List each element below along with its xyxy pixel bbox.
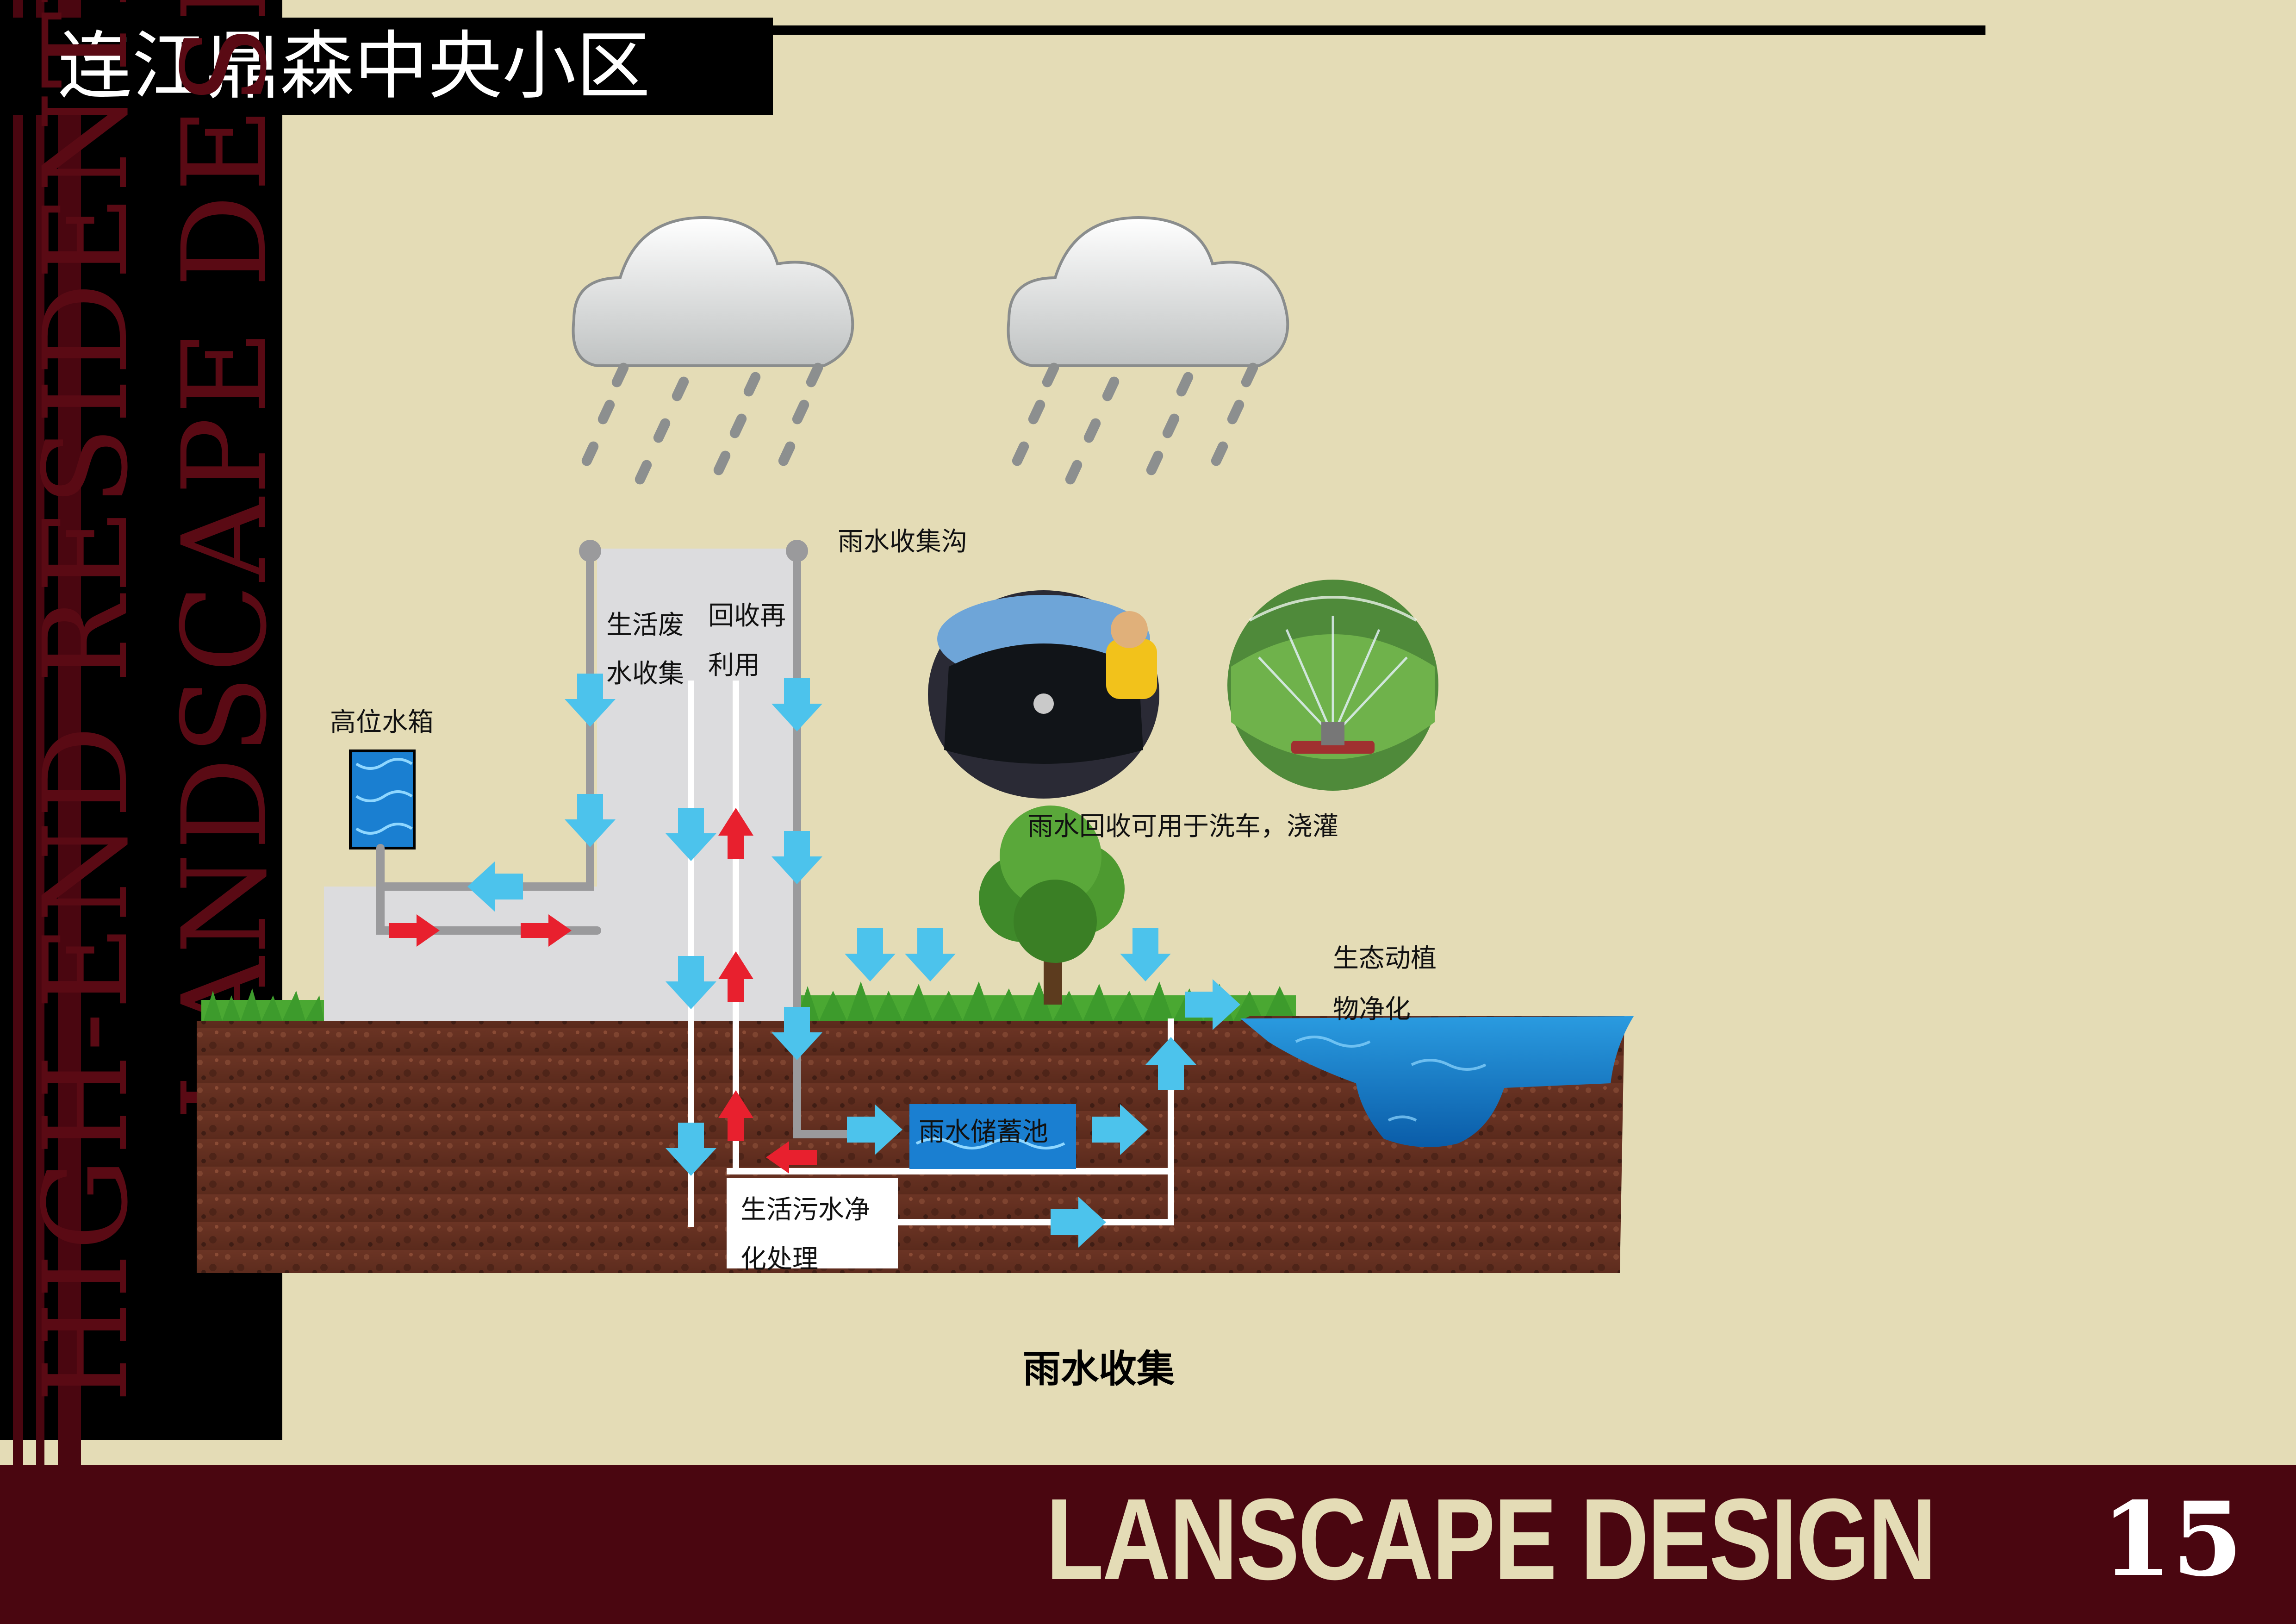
top-rule: [773, 25, 1985, 35]
cloud-icon: [1007, 216, 1289, 367]
reuse-label-1: 回收再: [708, 601, 786, 631]
eco-label-1: 生态动植: [1333, 943, 1437, 974]
sewage-label-1: 生活污水净: [740, 1195, 870, 1225]
sewage-label-2: 化处理: [740, 1244, 818, 1274]
tank-label: 高位水箱: [330, 707, 434, 737]
diagram-caption: 雨水收集: [1023, 1347, 1175, 1391]
rainwater-diagram: [197, 216, 1634, 1273]
eco-label-2: 物净化: [1333, 994, 1411, 1024]
raindrops: [580, 361, 1260, 487]
reservoir-label: 雨水储蓄池: [919, 1117, 1048, 1147]
sprinkler-photo: [1227, 580, 1438, 791]
reuse-label-2: 利用: [708, 650, 760, 681]
project-title: 连江鼎森中央小区: [0, 18, 773, 115]
pond: [1240, 1016, 1634, 1147]
footer-title: LANSCAPE DESIGN: [1045, 1474, 1937, 1604]
car-wash-photo: [928, 590, 1159, 799]
left-border-bar-3: [58, 0, 81, 1624]
rain-reservoir: [909, 1104, 1076, 1169]
domestic-waste-label-1: 生活废: [606, 610, 684, 640]
sewage-label-box: [727, 1178, 898, 1268]
building-annex: [324, 887, 602, 1021]
gutter-label: 雨水收集沟: [838, 527, 967, 557]
building: [597, 549, 796, 1021]
domestic-waste-label-2: 水收集: [606, 659, 684, 689]
cloud-icon: [572, 216, 854, 367]
footer-bar: [0, 1465, 2296, 1624]
left-border-bar-1: [13, 0, 23, 1624]
left-border-bar-2: [36, 0, 44, 1624]
reuse-uses-label: 雨水回收可用于洗车，浇灌: [1027, 812, 1338, 842]
tree-icon: [979, 806, 1125, 1005]
page-number: 15: [2101, 1479, 2243, 1599]
